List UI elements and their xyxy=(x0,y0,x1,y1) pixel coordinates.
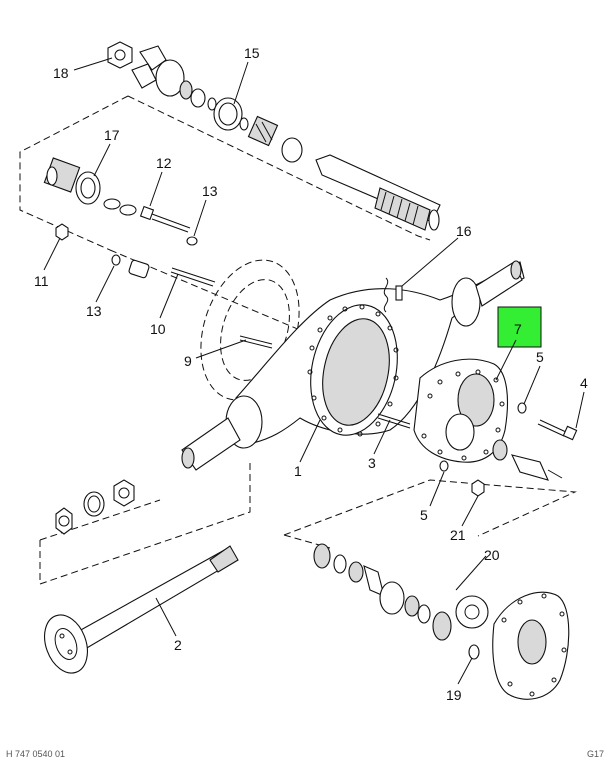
sheet-code: G17 xyxy=(586,749,604,759)
snap-rings xyxy=(103,198,137,216)
seal-15 xyxy=(213,97,243,131)
bushing-10 xyxy=(128,259,150,279)
stud-10 xyxy=(170,267,216,287)
callout-20: 20 xyxy=(484,547,500,563)
axle-nuts xyxy=(55,479,135,535)
callout-13-lower: 13 xyxy=(86,303,102,319)
nut-11 xyxy=(55,223,69,241)
callout-19: 19 xyxy=(446,687,462,703)
stud-9 xyxy=(239,335,273,349)
washer-5-lower xyxy=(439,460,449,472)
pinion-shaft xyxy=(315,154,441,231)
callout-15: 15 xyxy=(244,45,260,61)
assembly-box-lower-left xyxy=(39,462,251,585)
axle-spindle-left xyxy=(181,395,263,471)
bearing-cup-left xyxy=(43,157,81,193)
callout-labels: 18 15 17 12 13 16 11 13 10 9 7 5 4 1 3 5… xyxy=(34,45,588,703)
differential-carrier xyxy=(413,358,509,463)
callout-2: 2 xyxy=(174,637,182,653)
callout-12: 12 xyxy=(156,155,172,171)
bolt-4 xyxy=(537,419,578,441)
callout-13-upper: 13 xyxy=(202,183,218,199)
thrust-washer-20 xyxy=(455,595,489,629)
callout-10: 10 xyxy=(150,321,166,337)
washer-5-upper xyxy=(517,402,527,414)
washer-13-lower xyxy=(111,254,121,266)
callout-1: 1 xyxy=(294,463,302,479)
drawing-number: H 747 0540 01 xyxy=(6,749,66,759)
callout-11: 11 xyxy=(34,273,49,289)
callout-17: 17 xyxy=(104,127,120,143)
callout-21: 21 xyxy=(450,527,466,543)
callout-4: 4 xyxy=(580,375,588,391)
callout-7: 7 xyxy=(514,321,522,337)
nut-21 xyxy=(471,479,485,497)
differential-gears xyxy=(313,543,452,641)
bolt-12 xyxy=(139,205,191,233)
pinion-nut xyxy=(107,41,133,69)
callout-9: 9 xyxy=(184,353,192,369)
washer-stack-top xyxy=(190,88,217,111)
leader-lines xyxy=(43,57,585,685)
stud-3 xyxy=(377,413,411,429)
breather-16 xyxy=(383,277,403,313)
callout-5-upper: 5 xyxy=(536,349,544,365)
bearing-top xyxy=(239,115,303,163)
washer-13-upper xyxy=(186,236,198,246)
highlight-box-7 xyxy=(497,306,542,348)
axle-spindle-right xyxy=(451,260,523,327)
yoke-flange xyxy=(131,45,193,100)
washer-19 xyxy=(468,644,480,660)
carrier-half xyxy=(492,591,570,700)
callout-16: 16 xyxy=(456,223,472,239)
callout-5-lower: 5 xyxy=(420,507,428,523)
axle-shaft-2 xyxy=(44,545,239,674)
seal-17 xyxy=(75,171,101,205)
pinion-gear-7 xyxy=(492,439,563,481)
callout-3: 3 xyxy=(368,455,376,471)
callout-18: 18 xyxy=(53,65,69,81)
assembly-box-lower-right xyxy=(283,479,577,549)
